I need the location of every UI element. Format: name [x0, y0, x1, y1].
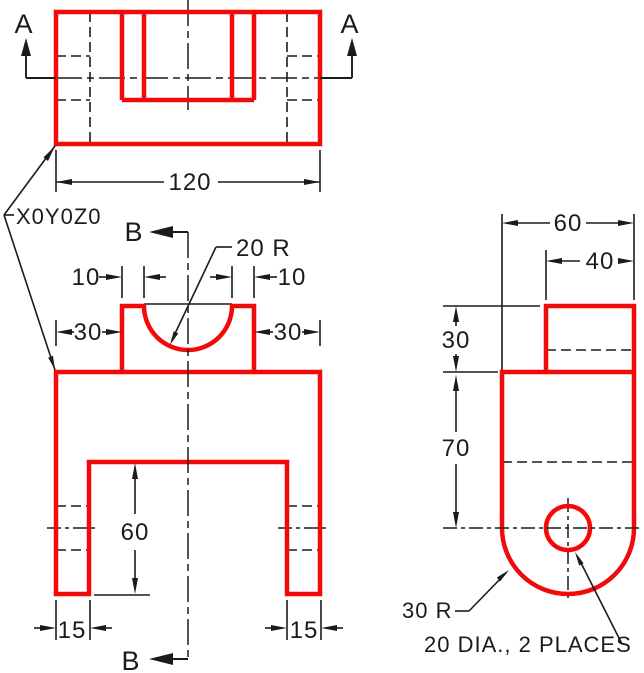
- dim-text-notch-inset-right: 10: [278, 264, 307, 291]
- dim-arrow: [304, 179, 320, 185]
- dim-arrow: [40, 625, 56, 631]
- origin-callout: X0Y0Z0: [3, 145, 102, 371]
- section-b-indicator: B B: [121, 217, 189, 673]
- dim-arrow: [546, 258, 562, 264]
- dim-hole-note: 20 DIA., 2 PLACES: [424, 552, 632, 657]
- boss-outline: [543, 303, 637, 372]
- dim-arrow: [453, 512, 459, 528]
- hole-circle: [543, 503, 593, 553]
- section-a-label-left: A: [14, 9, 33, 39]
- section-b-label-top: B: [124, 217, 143, 247]
- dim-arrow: [132, 578, 138, 594]
- dim-corner-radius: 30 R: [402, 570, 509, 623]
- dim-slot-depth: 60: [94, 463, 150, 596]
- dim-top-width: 120: [55, 150, 321, 196]
- dim-text-hole-note: 20 DIA., 2 PLACES: [424, 632, 632, 657]
- dim-arrow: [216, 274, 232, 280]
- dim-text-boss-inset-right: 30: [274, 319, 303, 346]
- dim-text-slot-depth: 60: [121, 519, 150, 546]
- dim-boss-height: 30: [442, 305, 540, 373]
- section-a-indicator: A A: [14, 9, 359, 79]
- section-a-label-right: A: [340, 9, 359, 39]
- leader-line: [577, 556, 623, 645]
- dim-side-width: 60: [501, 210, 635, 370]
- dim-arrow: [132, 463, 138, 479]
- leader-arrow: [48, 355, 55, 370]
- dim-arrow: [618, 258, 634, 264]
- dim-arrow: [618, 220, 634, 226]
- dim-arrow: [321, 625, 337, 631]
- dim-text-boss-width: 40: [586, 248, 615, 275]
- leader-arrow: [496, 570, 509, 582]
- dim-arrow: [453, 356, 459, 372]
- leader-arrow: [170, 331, 179, 345]
- dim-text-hole-offset: 70: [442, 435, 471, 462]
- side-view: [499, 303, 637, 602]
- dim-arrow: [271, 625, 287, 631]
- dim-arrow: [453, 306, 459, 322]
- section-a-arrow-right: [347, 38, 357, 56]
- leader-arrow: [575, 552, 584, 566]
- section-a-arrow-left: [21, 38, 31, 56]
- dim-text-leg-width-left: 15: [58, 617, 87, 644]
- dim-text-leg-width-right: 15: [290, 617, 319, 644]
- dim-arrow: [453, 375, 459, 391]
- dim-text-top-width: 120: [168, 169, 211, 196]
- dim-arrow: [56, 329, 72, 335]
- dim-text-side-width: 60: [554, 210, 583, 237]
- leader-arrow: [43, 146, 55, 161]
- dim-arrow: [254, 274, 270, 280]
- body-outline: [499, 369, 637, 597]
- leader-line: [171, 246, 217, 341]
- dim-text-notch-radius: 20 R: [236, 235, 291, 262]
- dim-hole-offset: 70: [442, 375, 640, 529]
- dim-notch-radius: 20 R: [170, 235, 291, 345]
- dim-text-notch-inset-left: 10: [72, 264, 101, 291]
- body-outline: [53, 369, 323, 597]
- section-b-arrow-top: [149, 226, 173, 238]
- dim-text-boss-inset-left: 30: [74, 319, 103, 346]
- dim-arrow: [502, 220, 518, 226]
- dim-text-boss-height: 30: [442, 327, 471, 354]
- dim-arrow: [144, 274, 160, 280]
- section-b-arrow-bottom: [149, 653, 173, 665]
- top-view: [53, 0, 323, 147]
- dim-arrow: [106, 329, 122, 335]
- dim-arrow: [254, 329, 270, 335]
- dim-arrow: [56, 179, 72, 185]
- dim-text-corner-radius: 30 R: [402, 598, 452, 623]
- dim-arrow: [90, 625, 106, 631]
- dim-arrow: [304, 329, 320, 335]
- dim-leg-widths: 15 15: [34, 600, 343, 644]
- section-b-label-bottom: B: [121, 646, 140, 673]
- dim-arrow: [106, 274, 122, 280]
- dim-boss-width: 40: [545, 248, 634, 300]
- dim-boss-insets: 30 30: [55, 319, 321, 346]
- leader-line: [3, 214, 56, 371]
- origin-label: X0Y0Z0: [16, 204, 102, 229]
- dim-notch-insets: 10 10: [72, 264, 307, 298]
